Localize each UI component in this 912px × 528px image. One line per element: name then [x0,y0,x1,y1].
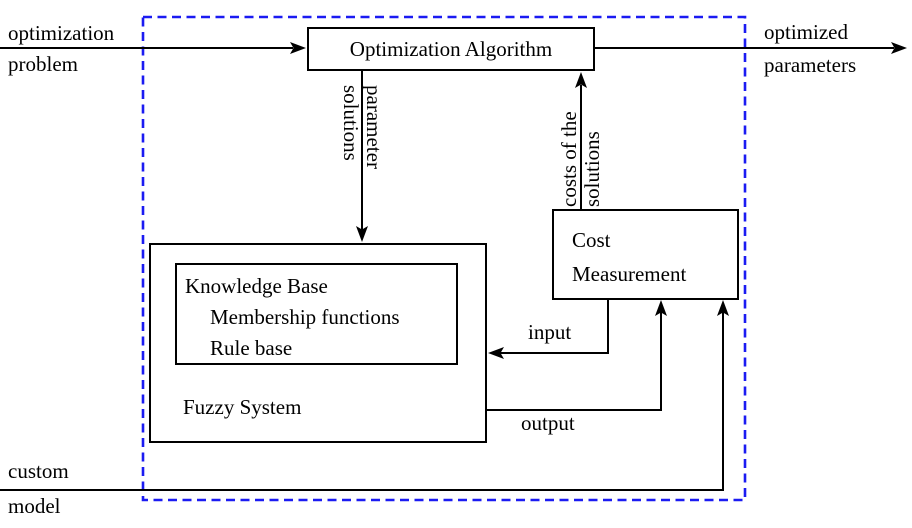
up-arrowhead-icon [717,300,729,316]
costs-of-solutions-line1: costs of the [557,111,581,207]
left-arrowhead-icon [488,347,504,359]
knowledge-base-box: Knowledge Base Membership functions Rule… [175,263,458,365]
knowledge-base-item: Membership functions [210,305,400,329]
up-arrowhead-icon [575,72,587,88]
parameter-solutions-line1: parameter [362,85,386,169]
fuzzy-system-label: Fuzzy System [183,395,302,419]
custom-model-label-bottom: model [8,494,61,518]
output-wire [487,312,662,411]
optimization-algorithm-box: Optimization Algorithm [307,27,595,71]
costs-of-solutions-line2: solutions [580,131,604,207]
output-label: output [521,411,575,435]
optimization-problem-label-bottom: problem [8,52,78,76]
cost-label-line2: Measurement [572,262,687,286]
right-arrowhead-icon [891,42,907,54]
input-wire [500,299,609,354]
custom-model-wire [0,312,724,491]
parameter-solutions-line2: solutions [339,85,363,161]
optimization-problem-label-top: optimization [8,21,115,45]
knowledge-base-title: Knowledge Base [185,274,328,298]
down-arrowhead-icon [356,226,368,242]
parameter-solutions-label: parameter solutions [339,85,386,197]
optimized-parameters-label-bottom: parameters [764,53,857,77]
right-arrowhead-icon [290,42,306,54]
input-label: input [528,320,572,344]
cost-measurement-box: Cost Measurement [552,209,739,300]
knowledge-base-item: Rule base [210,336,293,360]
dashed-boundary [141,15,747,502]
optimized-parameters-label-top: optimized [764,20,848,44]
custom-model-label-top: custom [8,459,69,483]
cost-label-line1: Cost [572,228,611,252]
optimization-algorithm-label: Optimization Algorithm [349,36,553,61]
costs-of-solutions-label: costs of the solutions [557,85,604,207]
up-arrowhead-icon [655,300,667,316]
